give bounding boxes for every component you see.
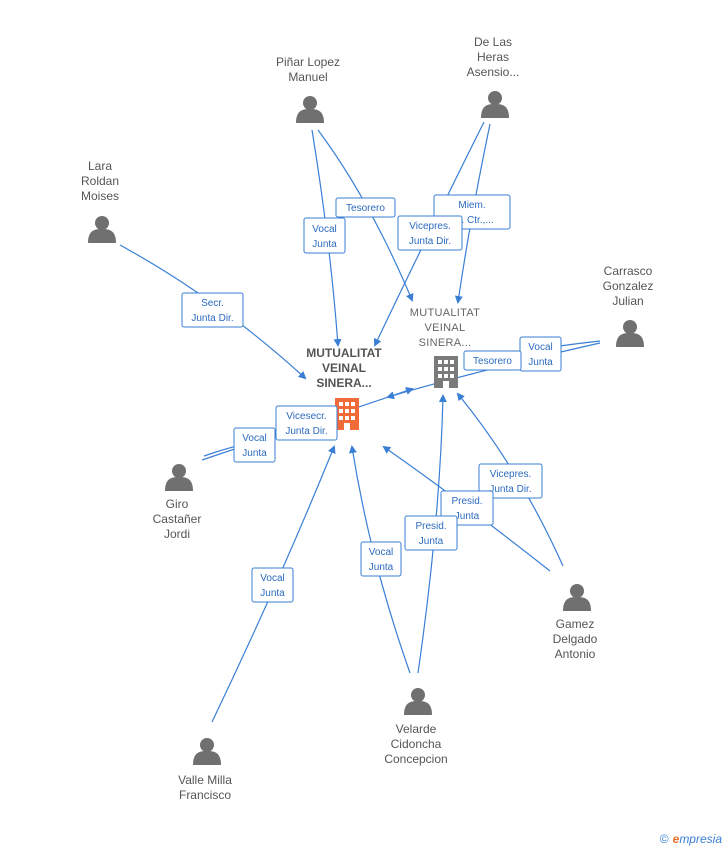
building-icon [434,356,458,388]
person-label-line: Asensio... [467,65,520,79]
relation-label-line: Presid. [451,496,482,507]
person-icon [88,216,116,243]
company-node-1[interactable]: MUTUALITAT VEINAL SINERA... [306,346,382,430]
person-label-line: Castañer [153,512,202,526]
person-node-delas-heras[interactable]: De Las Heras Asensio... [467,35,520,118]
relation-label-line: Tesorero [346,203,385,214]
company-label-line: VEINAL [322,361,366,375]
person-label-line: Velarde [396,722,437,736]
person-label-line: Gonzalez [603,279,654,293]
relation-label-line: Junta Dir. [409,236,451,247]
person-icon [193,738,221,765]
relation-label-line: Vocal [312,224,336,235]
relation-label-line: Tesorero [473,356,512,367]
person-label-line: Antonio [555,647,596,661]
person-label-line: Carrasco [604,264,653,278]
person-label-line: Heras [477,50,509,64]
company-label-line: VEINAL [425,322,466,334]
person-icon [404,688,432,715]
company-label-line: MUTUALITAT [306,346,382,360]
relation-label-line: Junta [242,448,267,459]
relation-label-line: Junta Dir. [191,313,233,324]
person-label-line: Cidoncha [391,737,442,751]
relation-label[interactable]: Vocal Junta [360,541,402,577]
person-icon [563,584,591,611]
copyright-icon: © [659,832,669,846]
relation-label[interactable]: Secr. Junta Dir. [181,292,244,328]
person-label-line: Manuel [288,70,327,84]
relation-label-line: Vocal [528,342,552,353]
relation-label-line: Miem. [458,200,485,211]
relation-label-line: Vocal [369,547,393,558]
person-icon [296,96,324,123]
person-label-line: Julian [612,294,643,308]
person-node-valle[interactable]: Valle Milla Francisco [178,738,232,802]
person-node-gamez[interactable]: Gamez Delgado Antonio [553,584,598,661]
relation-label-line: Vocal [242,433,266,444]
relation-label-line: Junta [528,357,553,368]
relation-label[interactable]: Vocal Junta [303,217,346,254]
person-label-line: Gamez [556,617,595,631]
person-icon [481,91,509,118]
brand-logo-rest: mpresia [679,832,722,846]
person-icon [616,320,644,347]
relation-label[interactable]: Vocal Junta [519,336,562,372]
relation-label-line: ..n. Ctr.,... [450,215,493,226]
person-label-line: Valle Milla [178,773,232,787]
person-node-lara[interactable]: Lara Roldan Moises [81,159,119,243]
person-label-line: Concepcion [384,752,447,766]
relation-label-line: Junta Dir. [489,484,531,495]
person-node-velarde[interactable]: Velarde Cidoncha Concepcion [384,688,448,766]
relation-label-line: Secr. [201,298,224,309]
person-label-line: Roldan [81,174,119,188]
relation-label[interactable]: Tesorero [463,350,522,371]
person-node-giro[interactable]: Giro Castañer Jordi [153,464,202,541]
relation-label[interactable]: Vicepres. Junta Dir. [478,463,543,499]
person-label-line: De Las [474,35,512,49]
person-node-carrasco[interactable]: Carrasco Gonzalez Julian [603,264,654,347]
relation-label[interactable]: Vicepres. Junta Dir. [397,215,463,251]
relation-label[interactable]: Tesorero [335,197,396,218]
relation-label-line: Vicepres. [409,221,451,232]
company-label-line: SINERA... [316,376,371,390]
brand-logo-first: e [672,832,680,846]
person-label-line: Francisco [179,788,231,802]
person-label-line: Moises [81,189,119,203]
relation-label-line: Vicesecr. [286,411,326,422]
person-label-line: Giro [166,497,189,511]
person-node-pinar[interactable]: Piñar Lopez Manuel [276,55,340,123]
relation-label-line: Junta [455,511,480,522]
person-label-line: Jordi [164,527,190,541]
company-node-2[interactable]: MUTUALITAT VEINAL SINERA... [410,307,480,388]
building-icon [335,398,359,430]
person-label-line: Delgado [553,632,598,646]
relation-label-line: Junta [260,588,285,599]
relation-label[interactable]: Presid. Junta [404,515,458,551]
relation-label-line: Vicepres. [490,469,532,480]
relation-label-line: Junta [312,239,337,250]
relation-label[interactable]: Vicesecr. Junta Dir. [275,405,338,441]
person-icon [165,464,193,491]
relation-label-line: Presid. [415,521,446,532]
person-label-line: Lara [88,159,112,173]
company-label-line: SINERA... [419,337,472,349]
relation-label-line: Junta Dir. [285,426,327,437]
relation-label-line: Junta [419,536,444,547]
relation-label[interactable]: Vocal Junta [251,567,294,603]
relation-label-line: Junta [369,562,394,573]
relation-label[interactable]: Vocal Junta [233,427,276,463]
footer-brand: ©empresia [660,832,722,846]
company-label-line: MUTUALITAT [410,307,480,319]
person-label-line: Piñar Lopez [276,55,340,69]
relation-labels: Vocal Junta Tesorero Miem. ..n. Ctr.,...… [181,194,562,603]
relation-label-line: Vocal [260,573,284,584]
